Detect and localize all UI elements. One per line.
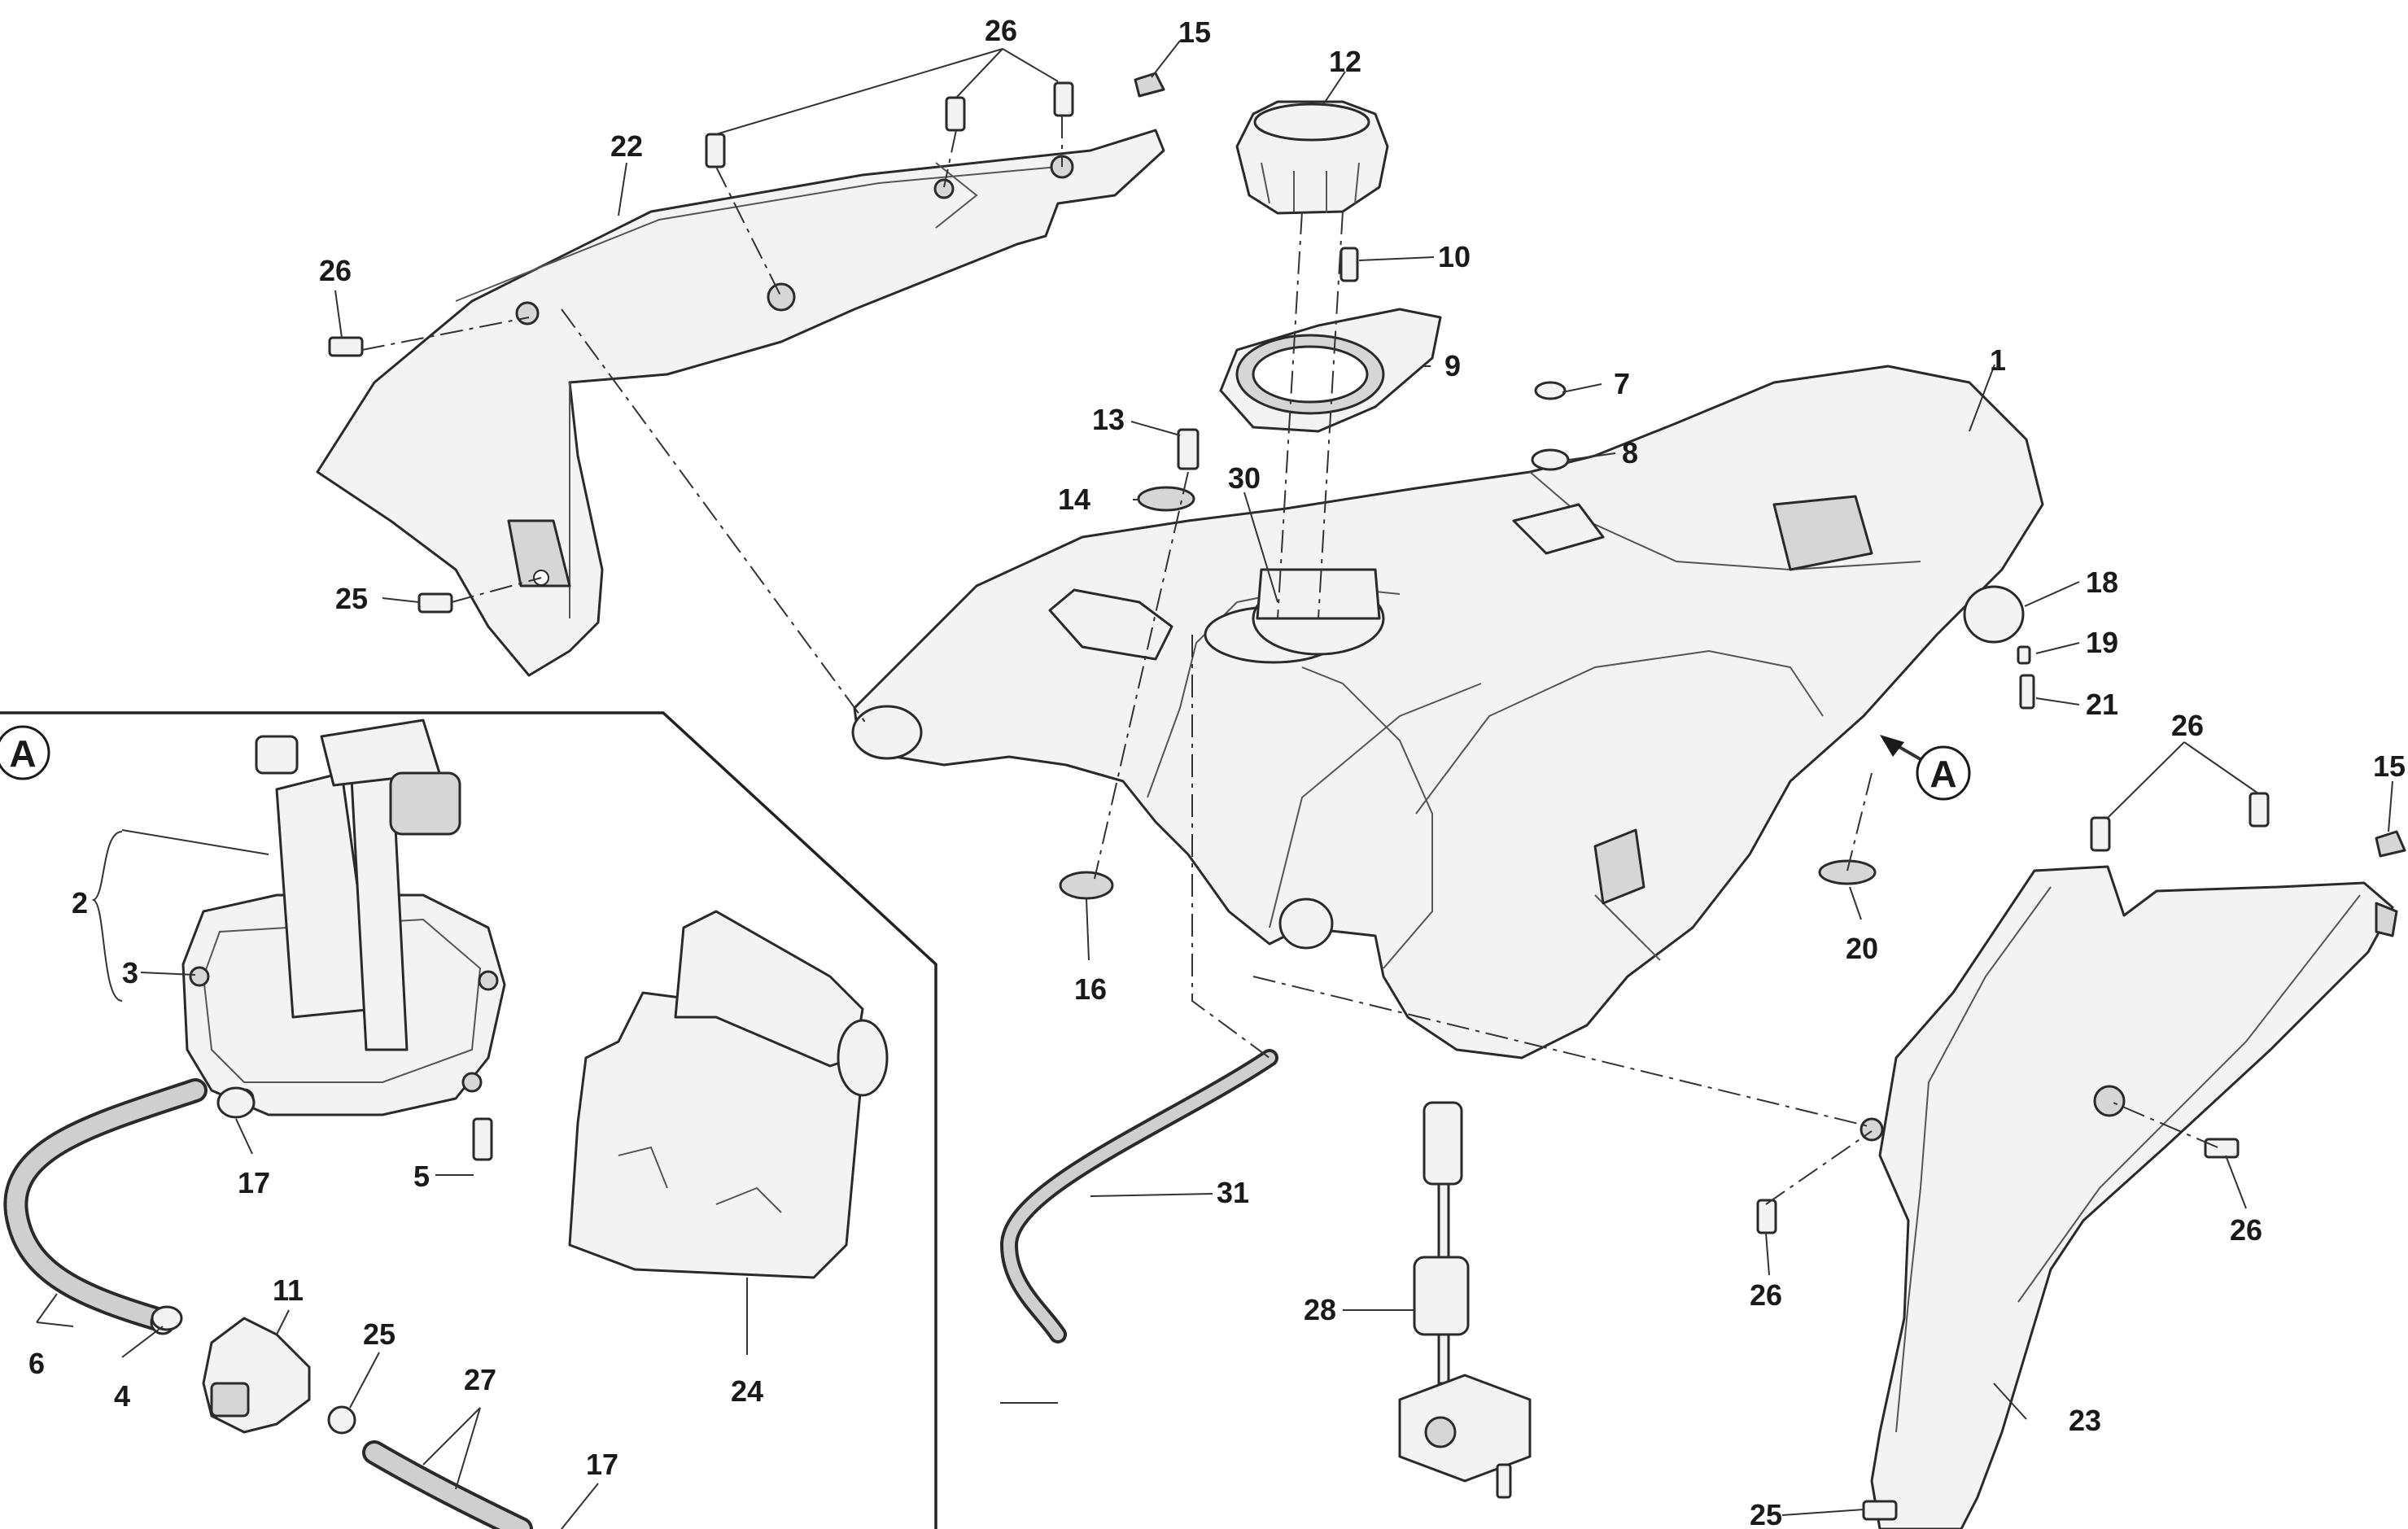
detail-a-frame xyxy=(0,711,937,1529)
bolt-26-c xyxy=(1053,81,1074,117)
callout-11: 11 xyxy=(273,1273,304,1307)
callout-2: 2 xyxy=(72,886,88,920)
hardware xyxy=(151,72,2406,1521)
callout-10: 10 xyxy=(1438,240,1471,273)
bolt-25-a xyxy=(417,592,453,614)
callout-20: 20 xyxy=(1846,932,1878,965)
hose-clamp-4 xyxy=(151,1305,183,1331)
callout-14: 14 xyxy=(1058,483,1090,516)
clip-15-a xyxy=(1134,72,1165,98)
callout-13: 13 xyxy=(1092,403,1125,436)
callout-25: 25 xyxy=(335,582,368,615)
fuel-filter xyxy=(150,1309,356,1435)
bolt-26-e xyxy=(2090,816,2111,852)
callout-12: 12 xyxy=(1329,45,1361,78)
callout-30: 30 xyxy=(1228,461,1261,495)
callout-21: 21 xyxy=(2086,688,2118,721)
bolt-26-a xyxy=(705,133,726,168)
callout-17: 17 xyxy=(238,1166,270,1199)
leader-lines xyxy=(36,40,2393,1529)
right-side-panel xyxy=(1860,865,2398,1529)
callout-labels: 26 15 12 22 26 10 9 7 8 1 13 14 30 18 19… xyxy=(28,14,2406,1529)
washer-14 xyxy=(1137,486,1195,512)
screw-7 xyxy=(1534,381,1567,400)
bolt-5 xyxy=(472,1117,493,1161)
breather-hose xyxy=(999,1049,1278,1343)
filler-flange xyxy=(1219,308,1442,433)
callout-8: 8 xyxy=(1622,436,1638,470)
callout-28: 28 xyxy=(1304,1293,1336,1326)
callout-9: 9 xyxy=(1444,349,1461,382)
callout-27: 27 xyxy=(464,1363,496,1396)
view-letter-detail: A xyxy=(9,732,36,775)
callout-26: 26 xyxy=(2230,1213,2262,1247)
view-letter-tank: A xyxy=(1929,753,1956,795)
callout-22: 22 xyxy=(610,129,643,163)
bolt-26-d xyxy=(328,336,364,357)
rubber-mount-18 xyxy=(1963,585,2025,644)
callout-25: 25 xyxy=(1750,1498,1782,1529)
bolt-26-g xyxy=(2204,1138,2240,1159)
rubber-bushing-20 xyxy=(1818,859,1877,885)
callout-26: 26 xyxy=(985,14,1017,47)
callout-24: 24 xyxy=(731,1374,763,1408)
bolt-25-b xyxy=(1862,1500,1898,1521)
screw-10 xyxy=(1339,247,1359,282)
rubber-bushing-16 xyxy=(1059,871,1114,900)
clip-15-b xyxy=(2375,830,2406,858)
view-label-tank: A xyxy=(1916,745,1971,801)
callout-15: 15 xyxy=(1178,15,1211,49)
view-label-detail: A xyxy=(0,725,50,780)
callout-16: 16 xyxy=(1074,972,1107,1006)
fuel-pump-assembly xyxy=(181,719,506,1116)
fuel-tank xyxy=(851,365,2044,1059)
callout-26: 26 xyxy=(319,254,352,287)
callout-15: 15 xyxy=(2373,749,2406,783)
grommet-8 xyxy=(1531,448,1570,471)
callout-3: 3 xyxy=(122,956,138,989)
bolt-26-b xyxy=(945,96,966,132)
pump-cover xyxy=(568,910,889,1279)
callout-17: 17 xyxy=(586,1448,618,1481)
callout-26: 26 xyxy=(2171,709,2204,742)
callout-1: 1 xyxy=(1990,343,2006,377)
callout-31: 31 xyxy=(1217,1176,1249,1209)
bolt-26-h xyxy=(1756,1199,1777,1234)
fuel-cap xyxy=(1235,100,1389,215)
hose-clamp-17 xyxy=(216,1086,256,1119)
callout-19: 19 xyxy=(2086,626,2118,659)
fuel-hose-left xyxy=(3,1078,208,1330)
screw-sensor xyxy=(1496,1463,1512,1499)
callout-26: 26 xyxy=(1750,1278,1782,1312)
callout-18: 18 xyxy=(2086,566,2118,599)
callout-25: 25 xyxy=(363,1317,396,1351)
callout-4: 4 xyxy=(114,1379,130,1413)
screw-21 xyxy=(2019,674,2035,710)
fuel-hose-lower xyxy=(362,1440,533,1529)
fuel-level-sensor xyxy=(1398,1101,1532,1483)
callout-5: 5 xyxy=(413,1160,430,1193)
callout-6: 6 xyxy=(28,1347,45,1380)
washer-19 xyxy=(2017,645,2031,665)
bolt-26-f xyxy=(2248,792,2270,828)
callout-23: 23 xyxy=(2069,1404,2101,1437)
assembly-centerlines xyxy=(361,116,2218,1205)
screw-13 xyxy=(1177,428,1200,470)
callout-7: 7 xyxy=(1614,367,1630,400)
